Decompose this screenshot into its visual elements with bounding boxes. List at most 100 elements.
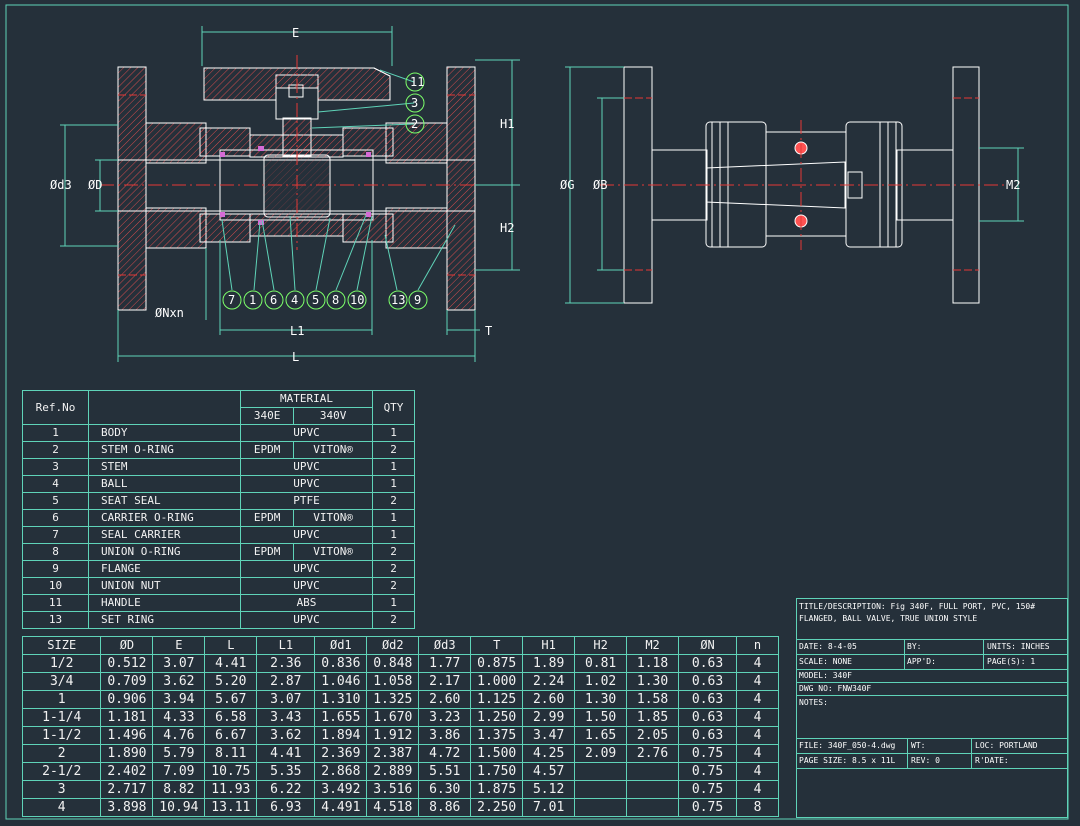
part-name-cell: SEAT SEAL bbox=[88, 492, 241, 510]
header-material: MATERIAL bbox=[240, 390, 373, 408]
part-qty-cell: 2 bbox=[372, 577, 415, 595]
left-union-nut bbox=[199, 127, 251, 157]
part-material-340e-cell: EPDM bbox=[239, 543, 295, 561]
part-material-cell: ABS bbox=[240, 594, 373, 612]
part-ref-cell: 11 bbox=[22, 594, 89, 612]
part-name-cell: HANDLE bbox=[88, 594, 241, 612]
dim-cell: 0.512 bbox=[100, 654, 154, 673]
callout-body: 1 bbox=[243, 290, 263, 310]
dim-cell: 2.24 bbox=[522, 672, 576, 691]
units-field: UNITS: INCHES bbox=[987, 642, 1050, 651]
dim-cell: 1.750 bbox=[470, 762, 524, 781]
dim-cell: 5.67 bbox=[204, 690, 258, 709]
by-field: BY: bbox=[907, 642, 922, 651]
dim-cell: 1.18 bbox=[626, 654, 680, 673]
part-qty-cell: 2 bbox=[372, 492, 415, 510]
dim-cell: 11.93 bbox=[204, 780, 258, 799]
callout-handle: 11 bbox=[405, 72, 425, 92]
dim-cell: 3.23 bbox=[418, 708, 472, 727]
dim-cell: 3.492 bbox=[314, 780, 368, 799]
part-ref-cell: 1 bbox=[22, 424, 89, 442]
part-name-cell: SET RING bbox=[88, 611, 241, 629]
dim-cell: 8 bbox=[736, 798, 779, 817]
section-view bbox=[100, 55, 495, 311]
dim-cell: 4.41 bbox=[256, 744, 316, 763]
dim-cell: 2.402 bbox=[100, 762, 154, 781]
svg-text:7: 7 bbox=[228, 293, 235, 307]
dim-header-cell: H1 bbox=[522, 636, 576, 655]
part-material-340v-cell: VITON® bbox=[293, 509, 373, 527]
part-name-cell: BALL bbox=[88, 475, 241, 493]
dim-cell: 2-1/2 bbox=[21, 762, 102, 781]
dim-header-cell: L bbox=[204, 636, 258, 655]
dim-cell: 2.87 bbox=[256, 672, 316, 691]
dim-l1-label: L1 bbox=[290, 324, 304, 338]
svg-text:4: 4 bbox=[291, 293, 298, 307]
top-view-dimensions bbox=[565, 66, 1024, 304]
dim-header-cell: n bbox=[736, 636, 779, 655]
dim-cell: 8.86 bbox=[418, 798, 472, 817]
dim-header-cell: H2 bbox=[574, 636, 628, 655]
dim-cell: 4.57 bbox=[522, 762, 576, 781]
top-view-body bbox=[765, 131, 847, 237]
appd-field: APP'D: bbox=[907, 657, 936, 666]
part-qty-cell: 1 bbox=[372, 475, 415, 493]
dim-cell: 7.09 bbox=[152, 762, 206, 781]
dim-cell: 4 bbox=[736, 654, 779, 673]
dim-cell: 1.77 bbox=[418, 654, 472, 673]
part-qty-cell: 1 bbox=[372, 424, 415, 442]
dim-cell: 3.516 bbox=[366, 780, 420, 799]
svg-text:2: 2 bbox=[411, 117, 418, 131]
file-field: FILE: 340F_050-4.dwg bbox=[799, 741, 896, 750]
dim-cell: 1.375 bbox=[470, 726, 524, 745]
dim-header-cell: T bbox=[470, 636, 524, 655]
dim-cell: 4 bbox=[736, 690, 779, 709]
header-ref-no: Ref.No bbox=[22, 390, 89, 425]
dim-cell: 0.63 bbox=[678, 726, 738, 745]
dim-cell: 0.81 bbox=[574, 654, 628, 673]
dim-cell: 1.875 bbox=[470, 780, 524, 799]
top-view bbox=[600, 66, 1005, 304]
dim-cell: 0.63 bbox=[678, 708, 738, 727]
part-ref-cell: 5 bbox=[22, 492, 89, 510]
part-qty-cell: 1 bbox=[372, 526, 415, 544]
part-material-cell: UPVC bbox=[240, 611, 373, 629]
dim-header-cell: E bbox=[152, 636, 206, 655]
dim-cell: 10.75 bbox=[204, 762, 258, 781]
header-340e: 340E bbox=[239, 407, 295, 425]
dim-cell: 1.670 bbox=[366, 708, 420, 727]
dim-cell: 0.836 bbox=[314, 654, 368, 673]
dim-cell: 0.875 bbox=[470, 654, 524, 673]
dim-cell: 6.58 bbox=[204, 708, 258, 727]
dim-cell: 4 bbox=[736, 762, 779, 781]
dim-cell: 4.76 bbox=[152, 726, 206, 745]
dim-b-label: ØB bbox=[593, 178, 607, 192]
dim-cell: 0.75 bbox=[678, 780, 738, 799]
top-view-handle bbox=[705, 161, 846, 209]
dim-cell: 5.35 bbox=[256, 762, 316, 781]
svg-text:1: 1 bbox=[249, 293, 256, 307]
dim-cell: 8.11 bbox=[204, 744, 258, 763]
part-material-340e-cell: EPDM bbox=[239, 509, 295, 527]
dim-h1-label: H1 bbox=[500, 117, 514, 131]
part-name-cell: CARRIER O-RING bbox=[88, 509, 241, 527]
dim-cell: 2 bbox=[21, 744, 102, 763]
part-ref-cell: 8 bbox=[22, 543, 89, 561]
svg-text:3: 3 bbox=[411, 96, 418, 110]
part-qty-cell: 2 bbox=[372, 543, 415, 561]
part-ref-cell: 13 bbox=[22, 611, 89, 629]
dim-cell: 0.709 bbox=[100, 672, 154, 691]
dim-cell: 2.60 bbox=[522, 690, 576, 709]
rdate-field: R'DATE: bbox=[975, 756, 1009, 765]
notes-field: NOTES: bbox=[799, 698, 828, 707]
dim-cell: 1 bbox=[21, 690, 102, 709]
dim-cell: 0.848 bbox=[366, 654, 420, 673]
dim-header-cell: ØD bbox=[100, 636, 154, 655]
